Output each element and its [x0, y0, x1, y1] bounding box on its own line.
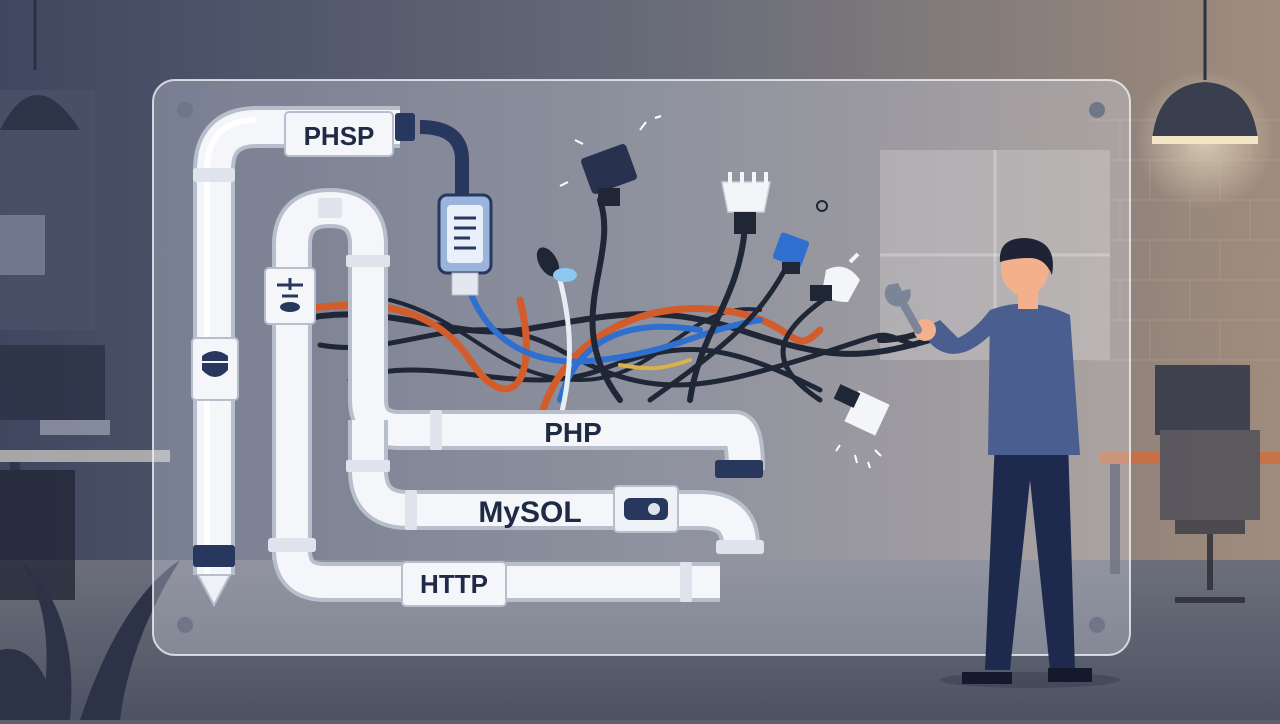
engineer-figure: [914, 238, 1120, 688]
wrench-icon: [884, 283, 922, 334]
power-plug-icon: [810, 252, 860, 302]
pipe-label-top-text: PHSP: [304, 121, 375, 151]
document-icon: [437, 193, 493, 296]
ethernet-connector-icon: [772, 232, 810, 274]
valve-icon: [536, 247, 577, 282]
pipe-system: [193, 106, 765, 608]
ceiling-lamp-right: [1135, 0, 1275, 210]
plug-icon: [721, 172, 828, 234]
pipe-label-top: PHSP: [284, 111, 394, 157]
broken-plug-icon: [833, 384, 890, 469]
background-poster: [0, 215, 45, 275]
right-shoe: [1048, 668, 1092, 682]
pipe-band: [193, 545, 235, 567]
hair: [999, 238, 1053, 275]
raised-arm: [920, 310, 1000, 354]
left-shoe: [962, 672, 1012, 684]
board-mount-bottom-right: [1089, 617, 1105, 633]
board-mount-top-right: [1089, 102, 1105, 118]
pants: [985, 440, 1075, 670]
pipe-label-bottom-text: HTTP: [420, 569, 488, 599]
pipe-label-middle: PHP: [544, 417, 602, 448]
pipe-label-lower-text: MySOL: [478, 496, 581, 529]
pipe-label-middle-text: PHP: [544, 417, 602, 448]
shirt: [988, 303, 1080, 455]
pipe-label-bottom: HTTP: [401, 561, 507, 607]
usb-connector-icon: [559, 115, 662, 206]
hand: [914, 319, 936, 341]
ceiling-lamp-left: [0, 0, 80, 130]
camera-toggle-icon: [613, 485, 679, 533]
shield-icon: [191, 337, 239, 401]
pipe-label-lower: MySOL: [478, 496, 581, 529]
board-mount-top-left: [177, 102, 193, 118]
tangled-cables: [296, 197, 933, 424]
plant-silhouette: [0, 560, 180, 720]
toggle-icon: [264, 267, 316, 325]
board-mount-bottom-left: [177, 617, 193, 633]
background-desk-right: [1100, 365, 1280, 603]
